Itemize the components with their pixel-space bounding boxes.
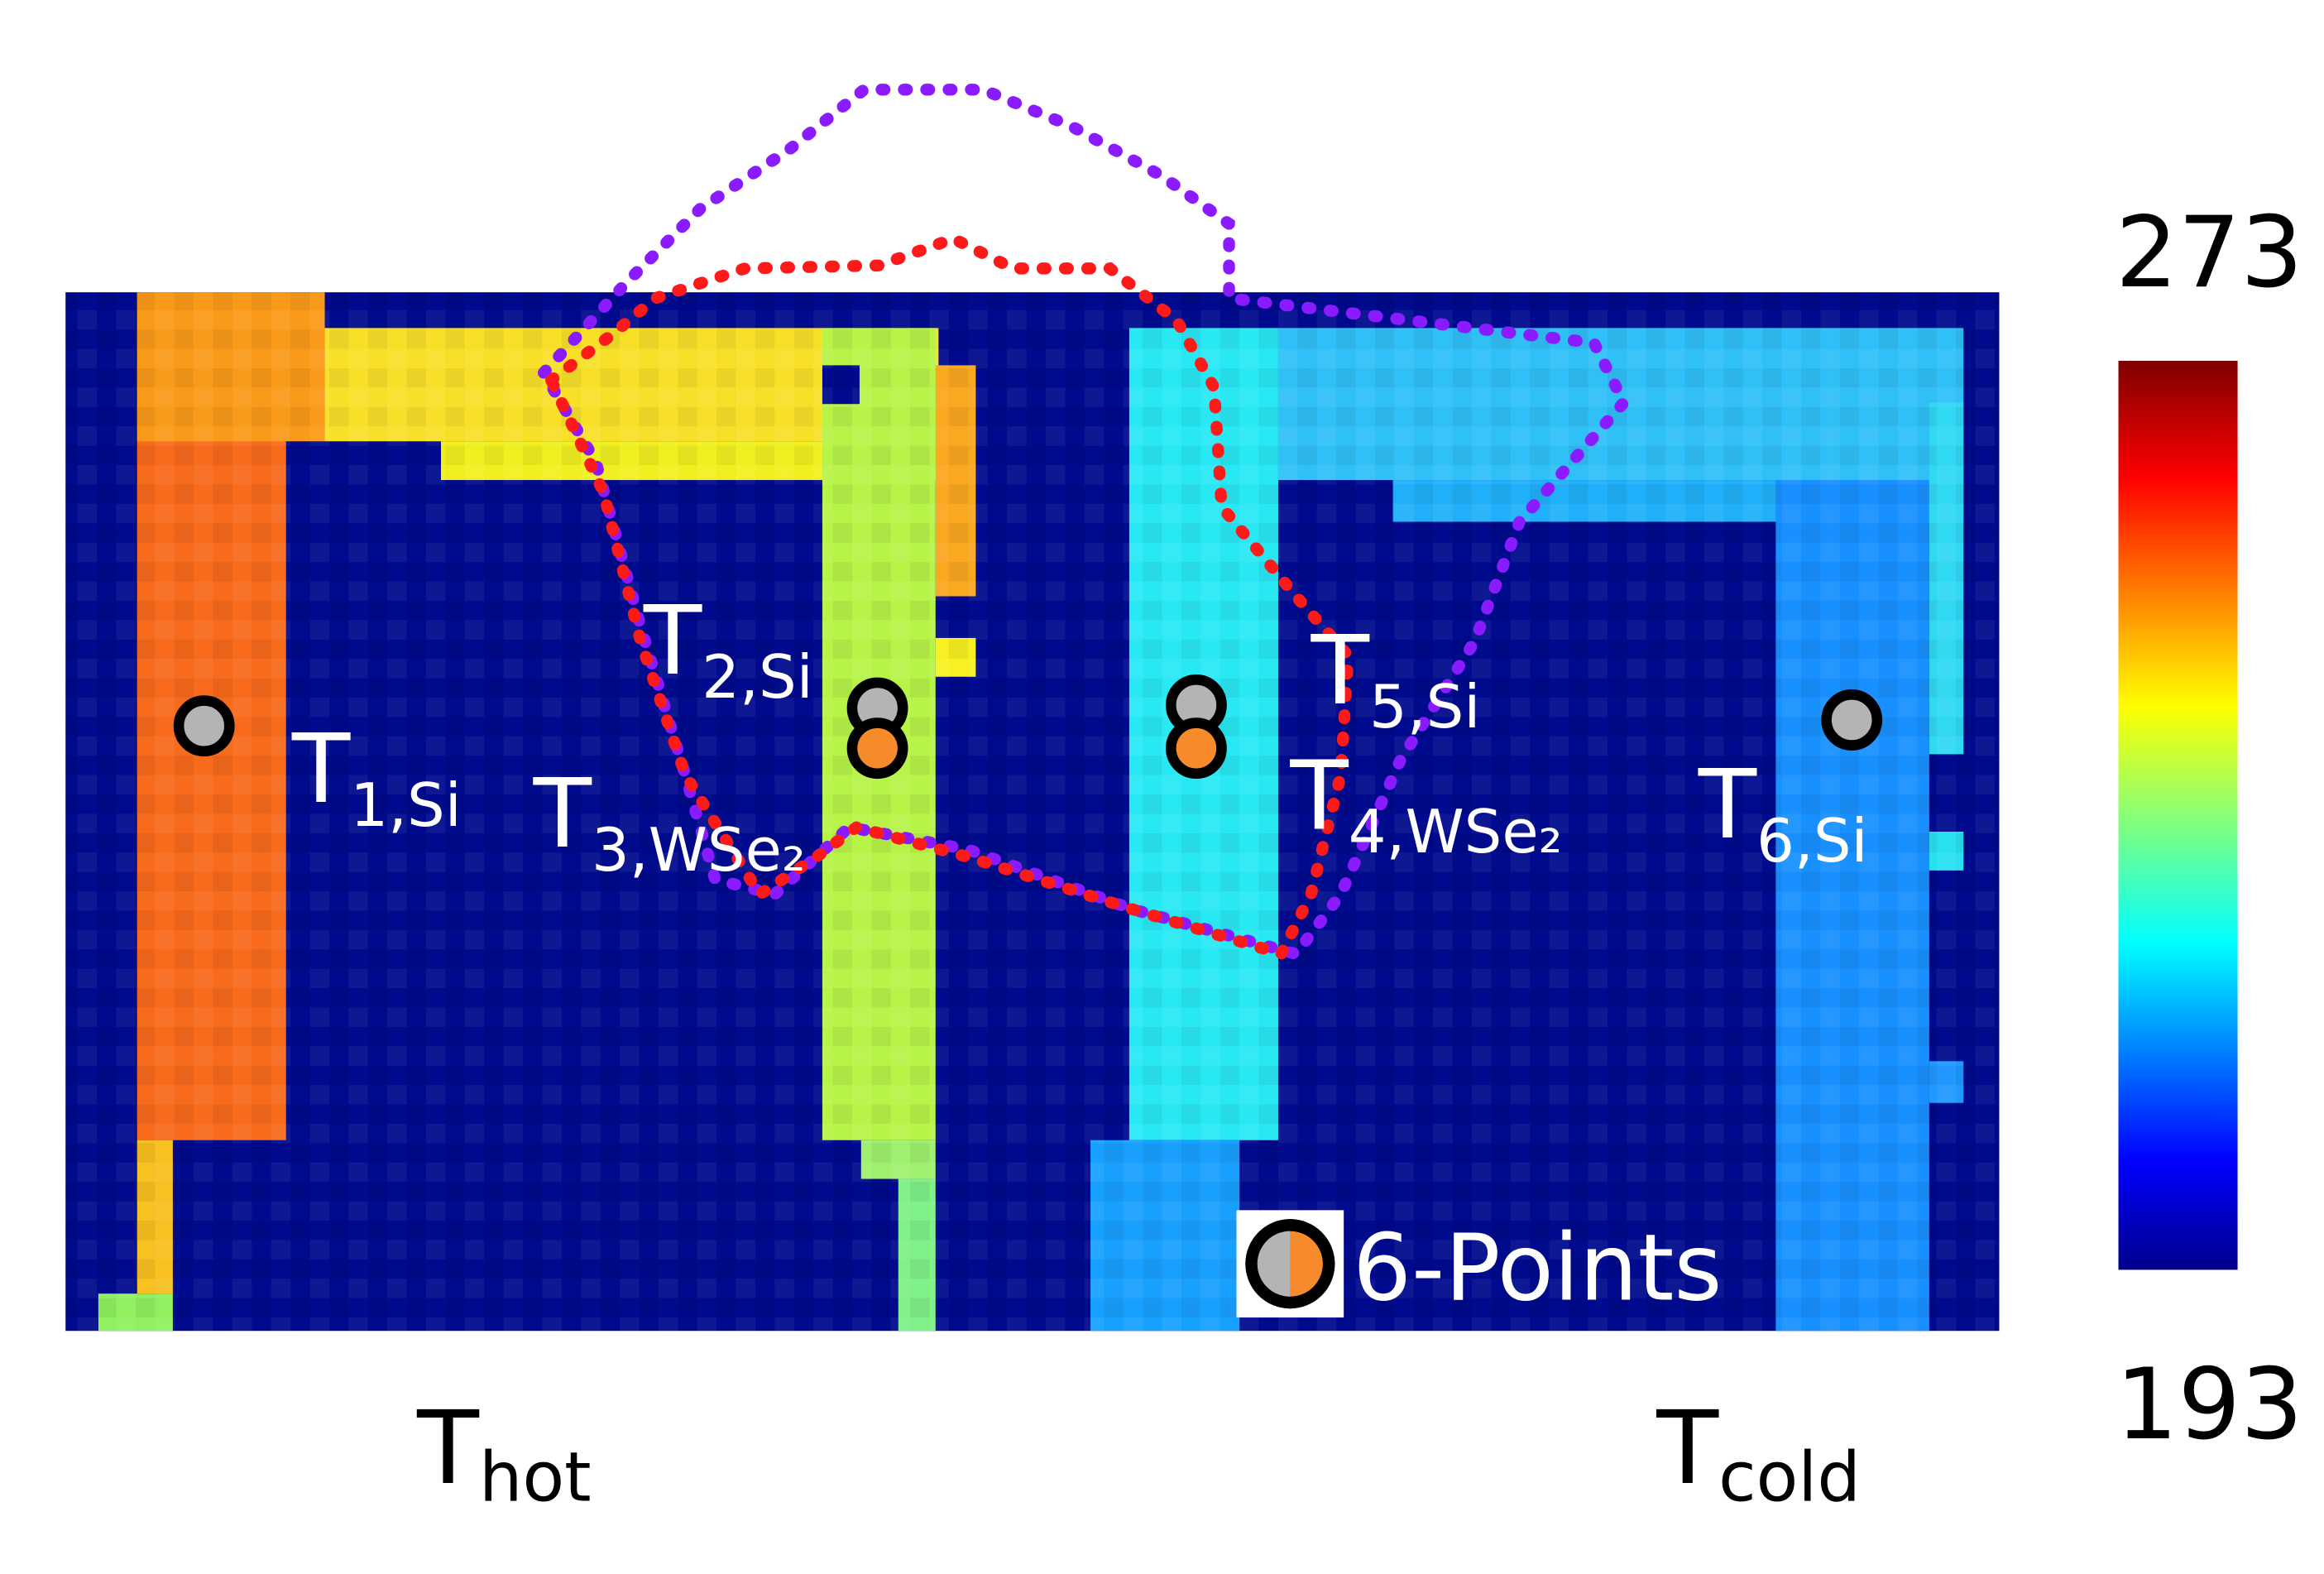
heatmap (65, 292, 2000, 1332)
point-t1-si[interactable] (173, 695, 235, 757)
measurement-points (173, 674, 1883, 780)
label-t1: T1,Si (291, 714, 462, 840)
label-t4: T4,WSe₂ (1289, 741, 1562, 866)
colorbar: 273 193 (2116, 196, 2303, 1462)
legend: 6-Points (1236, 1210, 1723, 1322)
heatmap-texture (65, 292, 2000, 1332)
colorbar-gradient (2118, 361, 2238, 1270)
wse2-outline-red (545, 232, 1354, 962)
legend-marker-outline (1245, 1219, 1335, 1309)
label-tcold: Tcold (1656, 1389, 1861, 1518)
label-t5: T5,Si (1311, 616, 1481, 741)
colorbar-min-label: 193 (2116, 1348, 2303, 1462)
wse2-outline-purple (538, 84, 1632, 961)
label-thot: Thot (416, 1389, 591, 1518)
legend-label: 6-Points (1353, 1214, 1723, 1322)
point-t3-wse2[interactable] (846, 717, 908, 780)
point-t4-wse2[interactable] (1166, 717, 1227, 780)
colorbar-max-label: 273 (2116, 196, 2303, 310)
label-t2: T2,Si (643, 586, 813, 712)
label-t6: T6,Si (1698, 750, 1868, 876)
label-t3: T3,WSe₂ (533, 759, 806, 885)
point-t6-si[interactable] (1821, 689, 1883, 751)
